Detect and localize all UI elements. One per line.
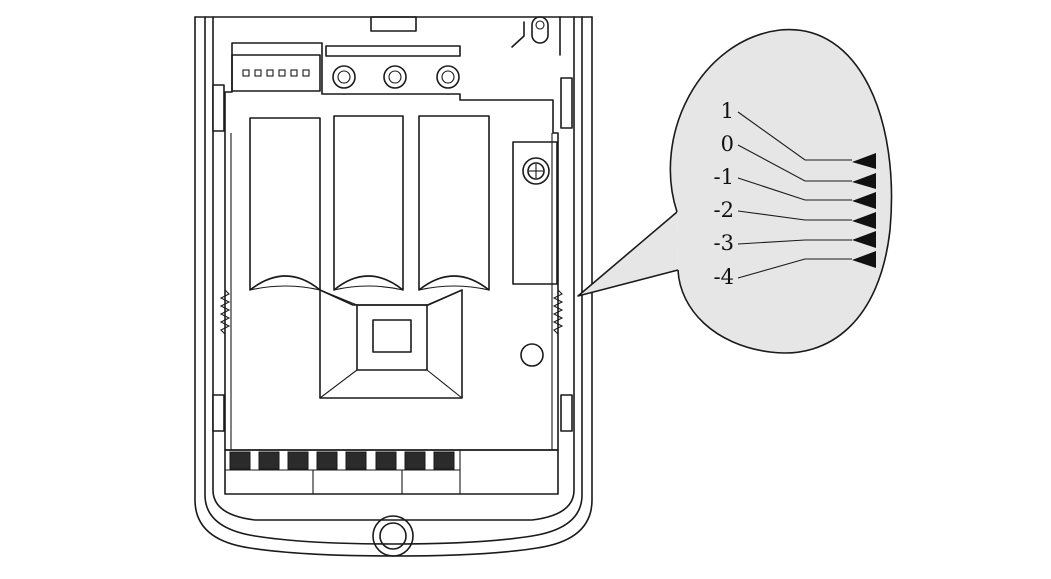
level-label: 1 [721, 99, 734, 123]
pyro-sensor [319, 289, 463, 399]
marker-level-1 [852, 153, 876, 169]
marker-level-minus-3 [852, 231, 876, 248]
level-leaders [737, 111, 852, 279]
marker-level-minus-4 [852, 251, 876, 268]
callout-bubble [577, 28, 893, 354]
terminal-block [224, 449, 559, 495]
led-indicators [332, 65, 460, 89]
side-tab-right-bottom [560, 394, 573, 432]
side-tab-right-top [560, 77, 573, 129]
tamper-switch [511, 16, 561, 56]
marker-level-0 [852, 173, 876, 189]
marker-level-minus-1 [852, 192, 876, 209]
marker-level-minus-2 [852, 212, 876, 229]
screw-hole [372, 515, 414, 557]
side-tab-left-bottom [212, 394, 225, 432]
level-label: -3 [714, 231, 734, 255]
spring-left [219, 289, 231, 335]
sensitivity-potentiometer [512, 141, 558, 285]
spring-right [552, 289, 564, 335]
callout-pointer [577, 211, 679, 297]
device-housing [194, 16, 593, 557]
level-label: -2 [714, 198, 734, 222]
circuit-board [219, 16, 564, 451]
component-bays [249, 115, 490, 291]
level-label: 0 [721, 132, 734, 156]
level-markers [852, 153, 876, 268]
level-label: -1 [714, 165, 734, 189]
dip-switch-block [231, 54, 321, 92]
dip-switch-row [242, 69, 310, 77]
mounting-hole [520, 343, 544, 367]
level-labels: 1 0 -1 -2 -3 -4 [714, 99, 734, 289]
level-label: -4 [714, 265, 734, 289]
led-bar [325, 45, 461, 57]
callout-ellipse [669, 28, 893, 354]
side-tab-left-top [212, 84, 225, 132]
